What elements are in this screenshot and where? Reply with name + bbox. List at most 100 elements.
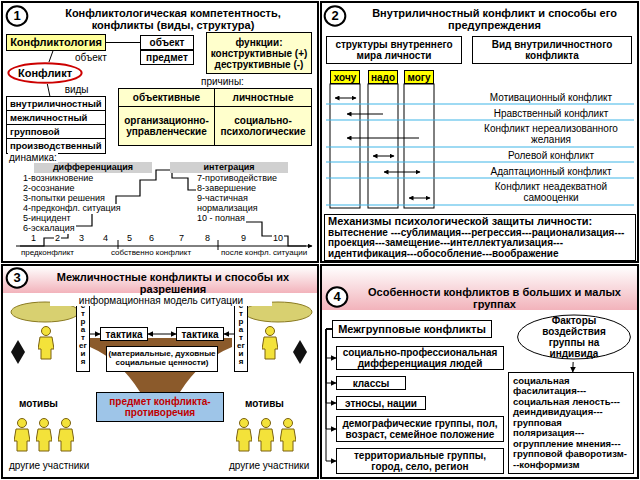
node-text: демографические группы, пол, возраст, се… [337, 418, 503, 440]
node-text: территориальные группы, город, село, рег… [337, 450, 503, 472]
ellipse-outline [327, 287, 348, 306]
values-box: (материальные, духовные социальные ценно… [106, 346, 218, 372]
structure-box: хочу [330, 70, 360, 84]
connector [90, 334, 100, 335]
ellipse-outline [518, 315, 631, 359]
text-label: мотивы [244, 398, 285, 409]
node-text: тактика [101, 329, 147, 340]
panel: Особенности конфликтов в больших и малых… [320, 264, 639, 479]
term-box: объект [140, 35, 194, 50]
text-label: 4 [102, 234, 109, 244]
node-text: (материальные, духовные социальные ценно… [107, 350, 217, 368]
node-text: 1 [6, 9, 28, 23]
node-text: Факторы воздействия группы на индивида [526, 315, 622, 359]
node-text: внутриличностный [7, 97, 105, 111]
edge-label: виды [64, 84, 90, 95]
node-text: Внутриличностный конфликт и способы его … [356, 7, 633, 31]
node-text: организационно-управленческие [119, 107, 215, 145]
text-label: 6-эскалация [22, 224, 76, 234]
node-text: надо [369, 72, 397, 83]
node-text: структуры внутреннего мира личности [327, 39, 461, 61]
text-label: 7 [178, 234, 185, 244]
term-box: предмет [140, 50, 194, 65]
node-text: 4 [326, 290, 348, 304]
node-text: производственный [7, 139, 105, 152]
text-label: причины: [200, 76, 245, 87]
text-label: 6 [148, 234, 155, 244]
node-text: 2 [324, 9, 346, 23]
person [280, 419, 296, 452]
person [236, 419, 252, 452]
dynamics-curve [20, 170, 306, 246]
text-label: мотивы [18, 398, 59, 409]
node-text: стратегия [237, 302, 245, 366]
text-label: 1 [30, 234, 37, 244]
person [262, 327, 278, 360]
text-label: 9 [240, 234, 247, 244]
connector [49, 51, 53, 62]
text-label: Конфликт нереализованного желания [466, 123, 636, 145]
callout-number: 2 [324, 5, 346, 27]
node-text: социально-психологические [215, 107, 311, 145]
node-text: объективные [119, 89, 215, 107]
node-text: функции: [207, 37, 311, 48]
structure-box: надо [368, 70, 398, 84]
ellipse-outline [7, 6, 28, 25]
ellipse-outline [325, 6, 346, 25]
mechanisms-box: Механизмы психологической защиты личност… [324, 214, 636, 261]
person [14, 419, 30, 452]
edge-label: объект [74, 52, 108, 63]
text-label: 7-противодействие [196, 174, 278, 184]
connector [326, 329, 336, 429]
factors-list: социальная фасилитация---социальная лено… [508, 372, 634, 474]
group-item: социально-профессиональная дифференциаци… [336, 346, 504, 370]
concept-ellipse: Конфликт [6, 62, 84, 84]
text-label: Конфликт неадекватной самооценки [466, 181, 636, 203]
time-axis [16, 246, 312, 247]
text-label: 3-попытки решения [22, 194, 106, 204]
title-box: Конфликтология [6, 34, 106, 51]
node-text: классы [337, 378, 405, 389]
text-label: Нравственный конфликт [466, 108, 636, 119]
callout-number: 1 [6, 5, 28, 27]
connector [326, 329, 336, 403]
node-text: Межгрупповые конфликты [333, 323, 491, 335]
text-label: другие участники [228, 460, 310, 471]
node-text: Особенности конфликтов в больших и малых… [356, 286, 633, 310]
tactic-box: тактика [100, 327, 148, 341]
node-text: межличностный [7, 111, 105, 125]
strategy-box: стратегия [234, 296, 248, 372]
person [258, 419, 274, 452]
header-band [322, 266, 637, 310]
node-text: 3 [6, 271, 28, 285]
connector [47, 84, 50, 96]
callout-number: 4 [326, 286, 348, 308]
group-item: классы [336, 376, 406, 390]
text-label: динамика: [8, 152, 58, 163]
node-text: хочу [331, 72, 359, 83]
group-item: территориальные группы, город, село, рег… [336, 448, 504, 474]
node-text: дифференциация [34, 162, 152, 173]
phase-tick [218, 240, 219, 250]
group-item: демографические группы, пол, возраст, се… [336, 416, 504, 442]
connector [148, 334, 176, 335]
text-label: другие участники [8, 460, 90, 471]
text-label: Мотивационный конфликт [466, 92, 636, 103]
group-conflicts-box: Межгрупповые конфликты [332, 320, 492, 338]
text-label: информационная модель ситуации [50, 295, 272, 306]
column-header: Вид внутриличностного конфликта [472, 36, 632, 64]
causes-table: объективныеличностныеорганизационно-упра… [118, 88, 312, 146]
node-text: предмет [141, 52, 193, 63]
column [404, 84, 434, 208]
structure-box: могу [404, 70, 434, 84]
node-text: Механизмы психологической защиты личност… [328, 216, 632, 228]
node-text: предмет конфликта-противоречия [97, 396, 223, 418]
factors-ellipse: Факторы воздействия группы на индивида [514, 312, 634, 362]
column [330, 84, 360, 208]
text-label: 10 - полная [196, 214, 246, 224]
text-label: Ролевой конфликт [466, 150, 636, 161]
text-label: 1-возникновение [22, 174, 94, 184]
node-text: деструктивные (-) [207, 59, 311, 70]
diamond [293, 340, 307, 364]
connector [106, 42, 140, 43]
